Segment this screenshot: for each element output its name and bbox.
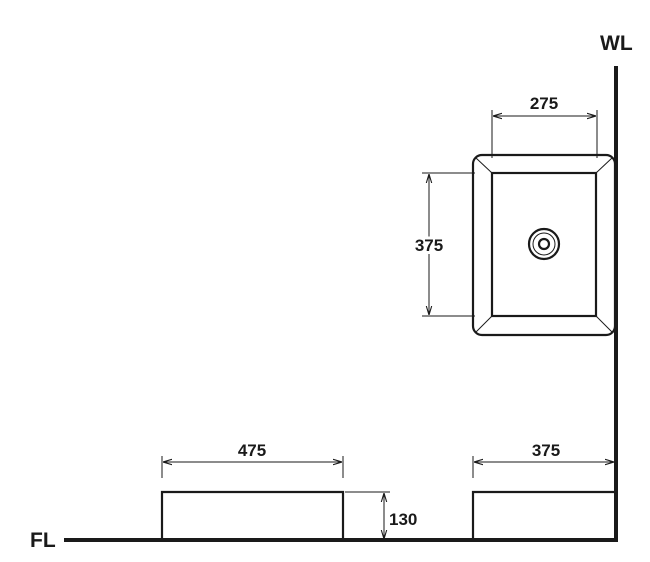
dimension-value-275: 275 — [530, 94, 558, 113]
basin-corner-line — [595, 157, 613, 174]
basin-top-view — [471, 153, 617, 337]
dimension-front-height: 130 — [345, 491, 417, 539]
front-body — [160, 490, 345, 540]
dimension-value-375-side: 375 — [532, 441, 560, 460]
dimension-value-130: 130 — [389, 510, 417, 529]
basin-outer-rim — [471, 153, 617, 337]
side-body — [471, 490, 616, 540]
basin-front-elevation — [160, 490, 345, 540]
basin-corner-line — [475, 157, 493, 174]
wall-label: WL — [600, 32, 633, 55]
drain-outer-ring — [527, 227, 561, 261]
dimension-top-depth: 375 — [412, 172, 475, 317]
dimension-value-375-depth: 375 — [415, 236, 443, 255]
drain-hole — [537, 237, 551, 251]
dimension-front-width: 475 — [161, 441, 344, 478]
dimension-side-width: 375 — [472, 441, 614, 478]
basin-inner-bowl — [490, 171, 598, 318]
basin-corner-line — [475, 315, 493, 333]
drain-middle-ring — [532, 232, 556, 256]
basin-corner-line — [595, 315, 613, 333]
dimension-value-475: 475 — [238, 441, 266, 460]
dimension-top-width: 275 — [491, 94, 598, 158]
floor-label: FL — [30, 529, 56, 552]
basin-side-elevation — [471, 490, 616, 540]
